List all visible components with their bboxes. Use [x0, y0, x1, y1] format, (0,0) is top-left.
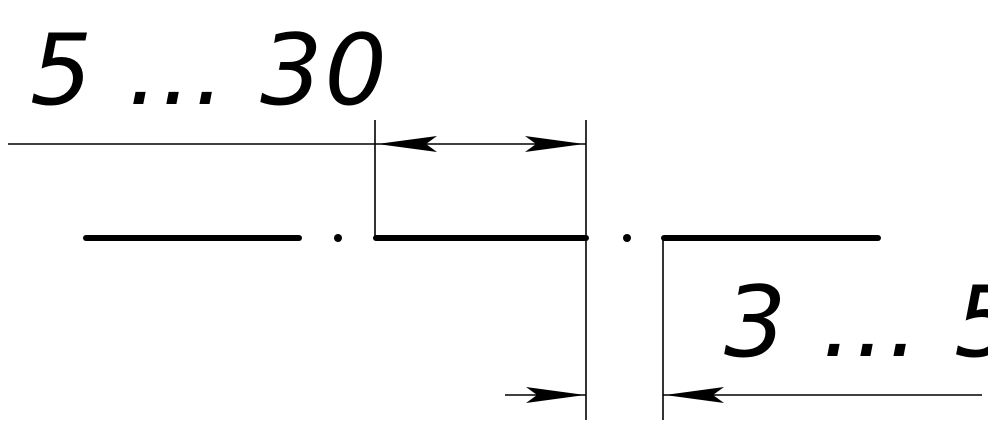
lower-arrow-right	[665, 387, 724, 403]
upper-arrow-left	[377, 136, 437, 152]
gap-length-label: 3 ... 5	[724, 266, 988, 380]
upper-arrow-right	[525, 136, 584, 152]
dot-1	[334, 234, 342, 242]
dot-2	[623, 234, 631, 242]
lower-arrow-left	[526, 387, 585, 403]
dash-length-label: 5 ... 30	[30, 14, 389, 128]
